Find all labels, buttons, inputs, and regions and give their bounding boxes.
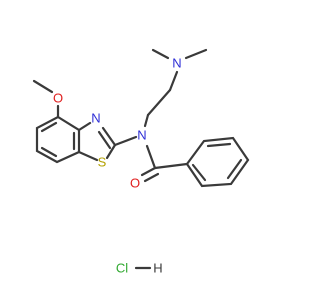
bond-lines [32, 48, 250, 270]
bond-c2-n3 [101, 126, 117, 147]
atom-s-thiazole: S [98, 155, 107, 170]
bond-carbonyl-phenyl [153, 162, 189, 170]
benzo-ring [35, 115, 81, 164]
bond-carbonyl-double-b [143, 172, 160, 183]
phenyl-ring [185, 136, 250, 188]
benzo-inner-3 [40, 121, 58, 133]
benzo-inner-2 [40, 146, 58, 158]
atom-o-methoxy: O [53, 91, 63, 106]
bond-c2-n3-double [97, 130, 112, 150]
bond-amide-n-carbonyl [145, 144, 157, 170]
atom-cl: Cl [116, 261, 128, 276]
molecule-diagram: N N N S O O Cl H [32, 48, 250, 276]
bond-amide-n-c2 [113, 135, 138, 147]
bond-carbonyl-double-a [140, 166, 157, 177]
atom-n-dimethylamine: N [172, 56, 181, 71]
atom-n-amide: N [137, 128, 146, 143]
bond-methyl-right [184, 48, 208, 60]
atom-h: H [153, 261, 162, 276]
bond-n3-c3a [77, 121, 92, 132]
bond-o-methyl [32, 79, 54, 94]
bond-amine-ethyl [168, 70, 179, 92]
phenyl-inner-2 [226, 158, 243, 180]
atom-o-carbonyl: O [130, 176, 140, 191]
bond-s1-c7a [77, 150, 99, 162]
bond-ethyl-chain [146, 88, 172, 117]
bond-methyl-left [151, 48, 170, 60]
structure-svg: N N N S O O Cl H [32, 48, 250, 276]
bond-ethyl-to-amide-n [143, 113, 150, 128]
atom-labels: N N N S O O Cl H [53, 56, 182, 276]
bond-c2-s1 [105, 143, 117, 160]
phenyl-inner-3 [191, 163, 207, 182]
phenyl-inner-1 [206, 142, 232, 148]
atom-n-thiazole: N [91, 111, 100, 126]
